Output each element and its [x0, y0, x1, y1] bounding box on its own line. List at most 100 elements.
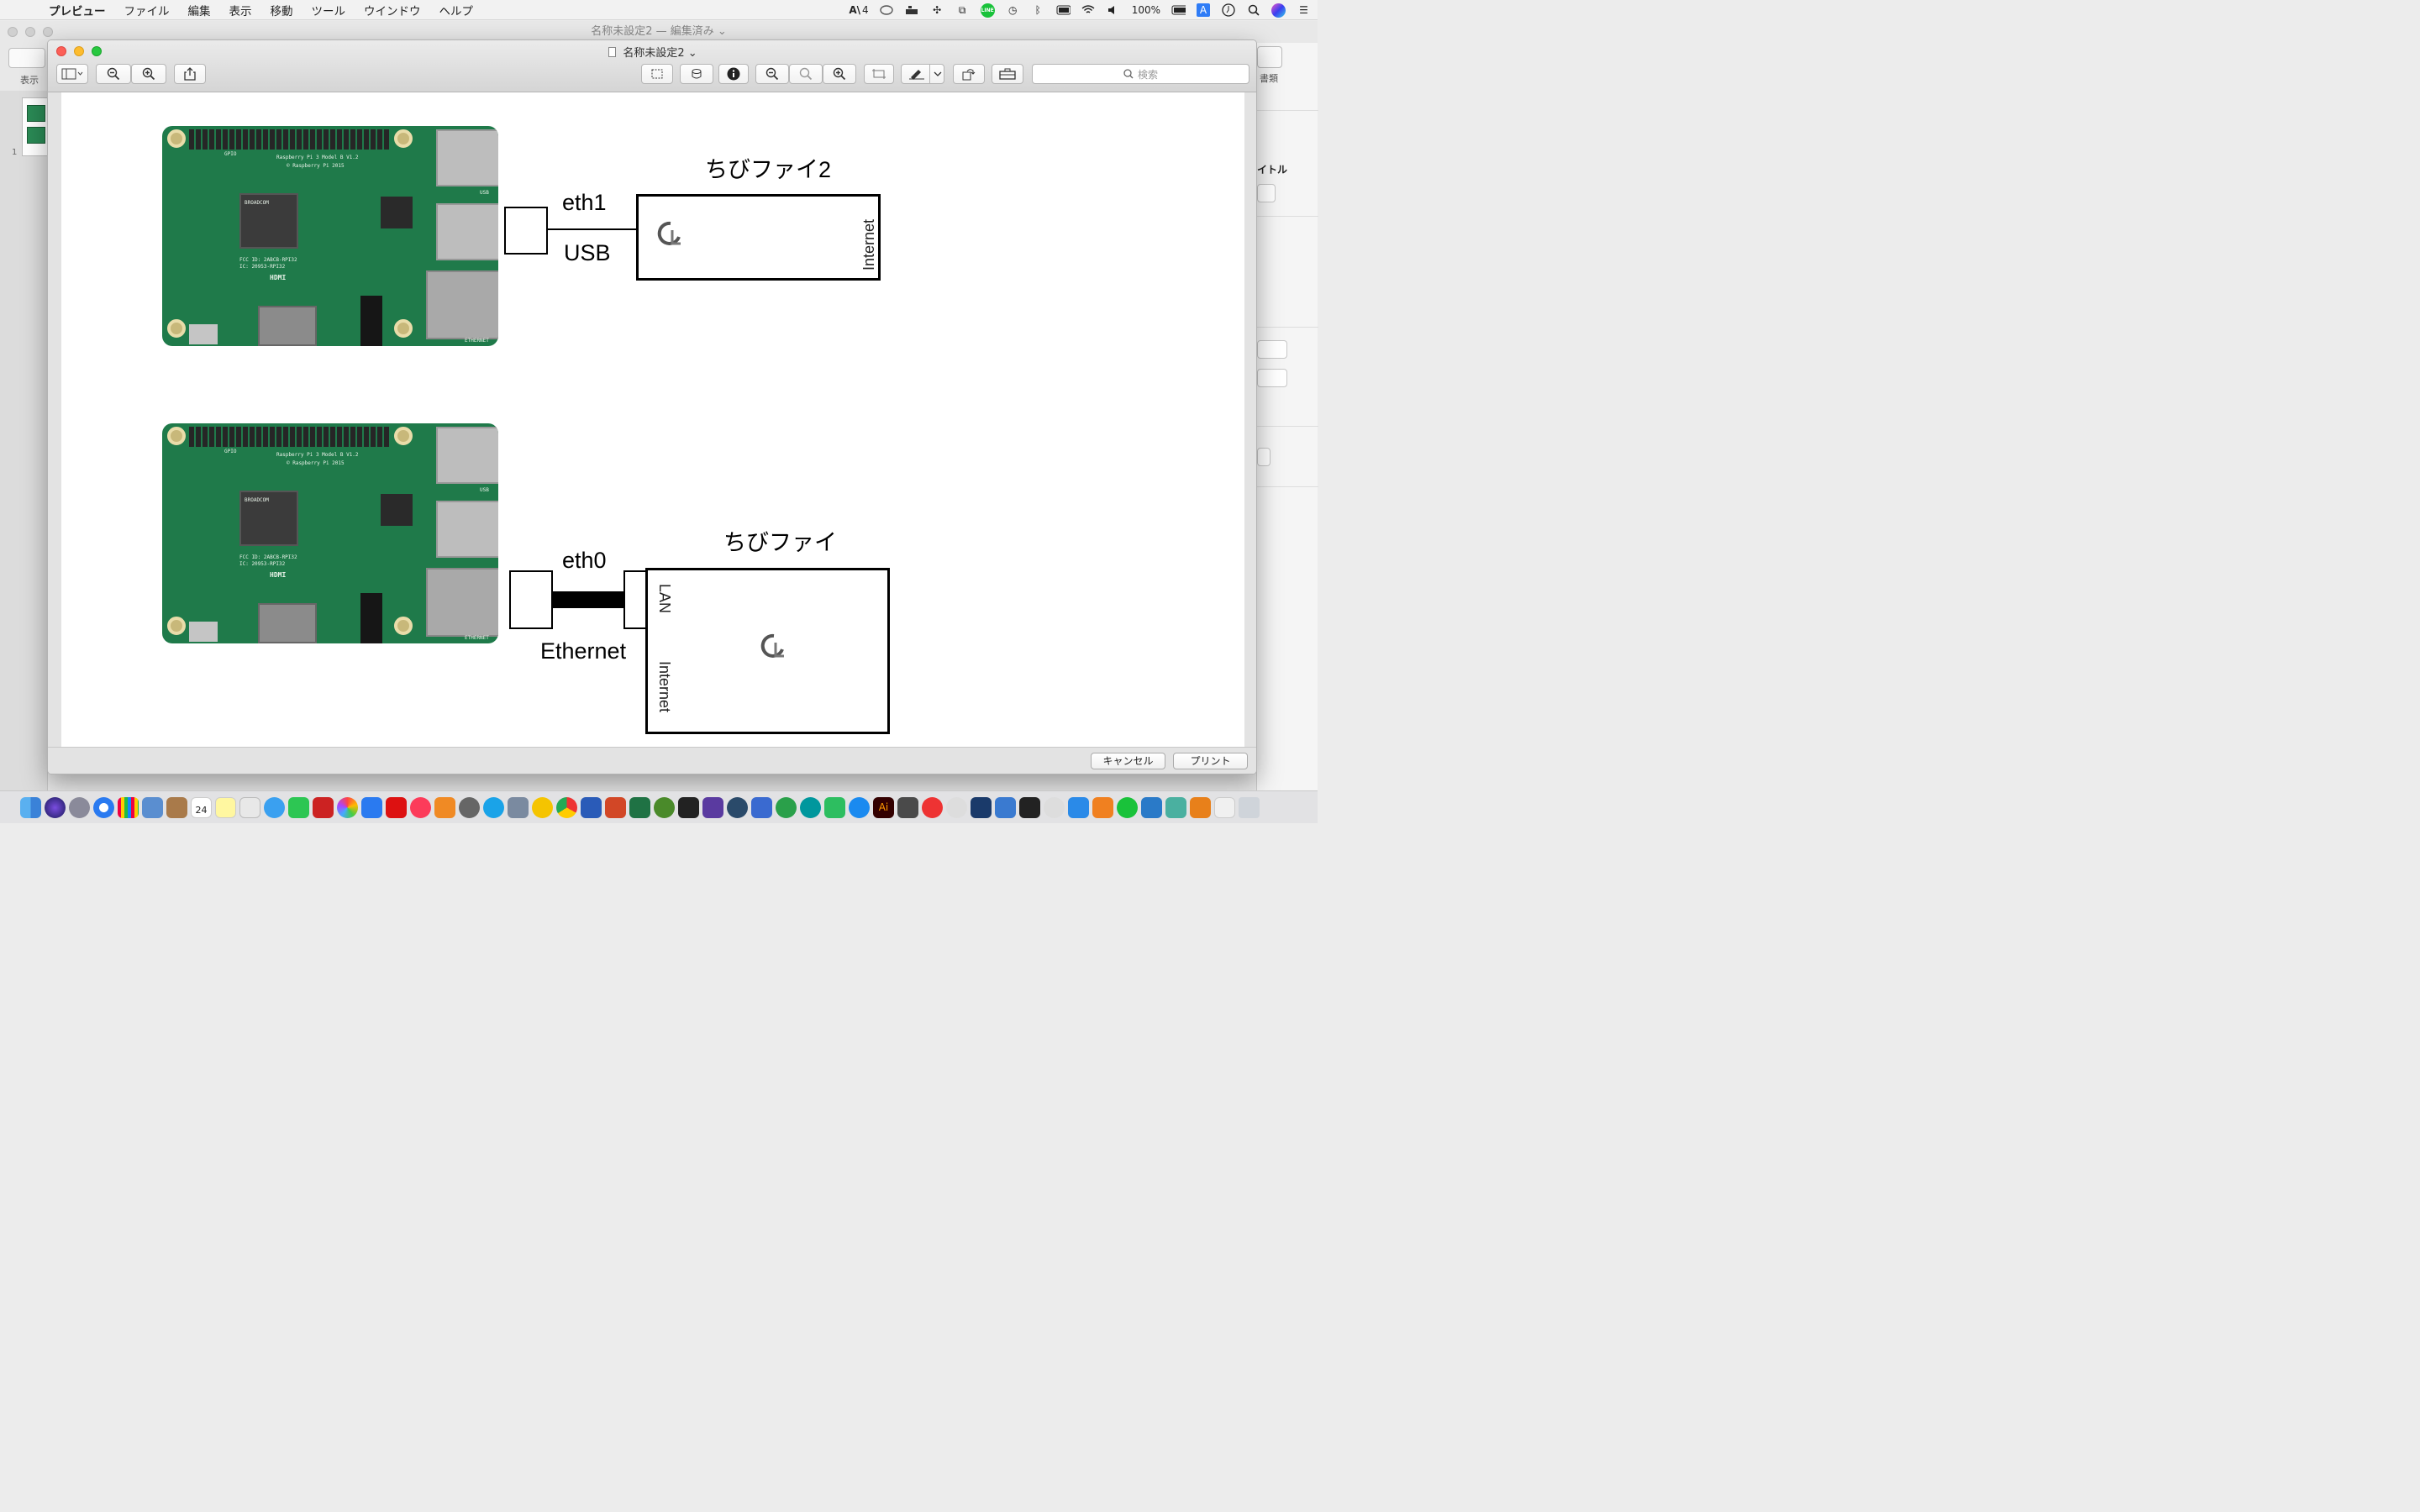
inspector-field[interactable]: [1257, 184, 1276, 202]
creative-cloud-dock-icon[interactable]: [386, 796, 407, 818]
system-preferences-icon[interactable]: [459, 796, 480, 818]
tool-icon[interactable]: [1165, 796, 1186, 818]
launchpad-icon[interactable]: [69, 796, 90, 818]
background-minimize-button[interactable]: [25, 27, 35, 37]
zoom-in-button-2[interactable]: [823, 64, 856, 84]
print-button[interactable]: プリント: [1173, 753, 1248, 769]
sidebar-toggle-button[interactable]: [56, 64, 88, 84]
screens-icon[interactable]: ⧉: [958, 3, 966, 16]
volume-icon[interactable]: [1107, 3, 1121, 18]
finder-icon[interactable]: [20, 796, 41, 818]
powerpoint-icon[interactable]: [605, 796, 626, 818]
inspector-button[interactable]: [718, 64, 749, 84]
pinwheel-icon[interactable]: ✣: [933, 4, 942, 16]
photos-icon[interactable]: [337, 796, 358, 818]
upload-icon[interactable]: [1141, 796, 1162, 818]
background-view-button[interactable]: [8, 48, 45, 68]
battery-icon[interactable]: [1171, 3, 1186, 18]
virtualbox-icon[interactable]: [995, 796, 1016, 818]
creative-cloud-icon[interactable]: [880, 3, 894, 18]
menu-edit[interactable]: 編集: [187, 4, 211, 18]
excel-icon[interactable]: [629, 796, 650, 818]
contacts-icon[interactable]: [166, 796, 187, 818]
menu-view[interactable]: 表示: [229, 4, 252, 18]
app-store-icon[interactable]: [849, 796, 870, 818]
selection-tool-button[interactable]: [641, 64, 673, 84]
illustrator-icon[interactable]: Ai: [873, 796, 894, 818]
wifi-icon[interactable]: [1081, 3, 1096, 18]
menu-app-name[interactable]: プレビュー: [49, 4, 106, 18]
siri-icon[interactable]: [1271, 3, 1286, 18]
android-icon[interactable]: [776, 796, 797, 818]
spotlight-search-icon[interactable]: [1246, 3, 1260, 18]
imovie-icon[interactable]: [702, 796, 723, 818]
siri-dock-icon[interactable]: [45, 796, 66, 818]
menu-go[interactable]: 移動: [270, 4, 293, 18]
clock-icon[interactable]: [1221, 3, 1235, 18]
line-dock-icon[interactable]: [1117, 796, 1138, 818]
page-thumbnail[interactable]: [22, 97, 48, 156]
evernote-icon[interactable]: [824, 796, 845, 818]
fusion360-icon[interactable]: [1092, 796, 1113, 818]
close-button[interactable]: [56, 46, 66, 56]
inspector-select[interactable]: [1257, 369, 1287, 387]
actual-size-button[interactable]: [789, 64, 823, 84]
inspector-field-3[interactable]: [1257, 448, 1270, 466]
mysql-workbench-icon[interactable]: [971, 796, 992, 818]
filezilla-icon[interactable]: [751, 796, 772, 818]
zoom-button[interactable]: [92, 46, 102, 56]
minimize-button[interactable]: [74, 46, 84, 56]
launchpad-grid-icon[interactable]: [118, 796, 139, 818]
background-zoom-button[interactable]: [43, 27, 53, 37]
zoom-out-button[interactable]: [96, 64, 131, 84]
cyberduck-icon[interactable]: [532, 796, 553, 818]
safari-icon[interactable]: [93, 796, 114, 818]
bluetooth-icon[interactable]: ᛒ: [1034, 4, 1041, 16]
toolbox-button[interactable]: [992, 64, 1023, 84]
zoom-in-button[interactable]: [131, 64, 166, 84]
xmind-icon[interactable]: [922, 796, 943, 818]
unknown-app-icon-2[interactable]: [1044, 796, 1065, 818]
word-icon[interactable]: [581, 796, 602, 818]
photo-icon[interactable]: [142, 796, 163, 818]
battery-meter-icon[interactable]: [1056, 3, 1071, 18]
trash-icon[interactable]: [1239, 796, 1260, 818]
menu-window[interactable]: ウインドウ: [364, 4, 421, 18]
xcode-icon[interactable]: [1068, 796, 1089, 818]
crop-button[interactable]: [864, 64, 894, 84]
cancel-button[interactable]: キャンセル: [1091, 753, 1165, 769]
battery-percent[interactable]: 100%: [1131, 4, 1160, 16]
rotate-button[interactable]: [953, 64, 985, 84]
adobe-icon[interactable]: A\ 4: [849, 4, 869, 16]
ibooks-icon[interactable]: [434, 796, 455, 818]
menu-tools[interactable]: ツール: [311, 4, 346, 18]
network-icon[interactable]: [654, 796, 675, 818]
photo-booth-icon[interactable]: [313, 796, 334, 818]
calendar-icon[interactable]: 24: [191, 796, 212, 818]
time-machine-icon[interactable]: ◷: [1007, 4, 1018, 16]
docker-icon[interactable]: [905, 3, 919, 18]
facetime-icon[interactable]: [288, 796, 309, 818]
notes-icon[interactable]: [215, 796, 236, 818]
share-button[interactable]: [174, 64, 206, 84]
inspector-field-2[interactable]: [1257, 340, 1287, 359]
reminders-icon[interactable]: [239, 796, 260, 818]
skype-icon[interactable]: [483, 796, 504, 818]
search-field[interactable]: 検索: [1032, 64, 1249, 84]
terminal-icon[interactable]: [678, 796, 699, 818]
unknown-app-icon[interactable]: [946, 796, 967, 818]
background-close-button[interactable]: [8, 27, 18, 37]
stamp-button[interactable]: [680, 64, 713, 84]
preview-icon[interactable]: [508, 796, 529, 818]
unity-icon[interactable]: [1019, 796, 1040, 818]
zoom-out-button-2[interactable]: [755, 64, 789, 84]
keynote-icon[interactable]: [361, 796, 382, 818]
arduino-icon[interactable]: [800, 796, 821, 818]
itunes-icon[interactable]: [410, 796, 431, 818]
line-icon[interactable]: LINE: [980, 3, 995, 18]
notification-center-icon[interactable]: ☰: [1299, 4, 1308, 16]
downloads-icon[interactable]: [1214, 796, 1235, 818]
sublime-icon[interactable]: [897, 796, 918, 818]
chrome-icon[interactable]: [556, 796, 577, 818]
input-source-icon[interactable]: A: [1197, 3, 1210, 17]
